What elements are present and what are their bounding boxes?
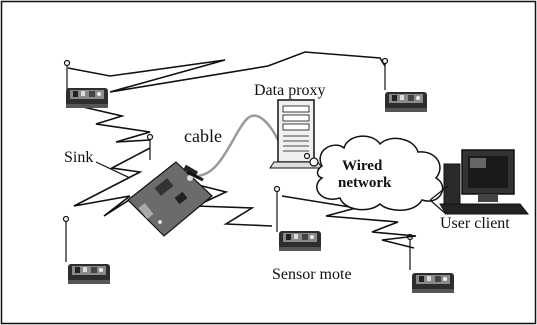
user-client-computer — [429, 149, 530, 215]
cable-label: cable — [184, 126, 222, 146]
sensor-mote-top-left — [66, 88, 108, 108]
wired-network-label-line2: network — [338, 175, 392, 191]
wireless-link-sink-to-left — [73, 147, 151, 217]
sensor-mote-top-right — [385, 92, 427, 112]
sensor-mote-bottom-right — [412, 273, 454, 293]
wireless-link-top — [67, 51, 386, 93]
sensor-mote-bottom-left — [68, 264, 110, 284]
antennas — [62, 57, 414, 270]
cable-line — [195, 114, 280, 178]
sensor-mote-label: Sensor mote — [272, 266, 352, 283]
wired-network-cloud — [303, 135, 444, 211]
wireless-link-center-to-right — [281, 195, 417, 249]
user-client-label: User client — [440, 215, 510, 232]
wireless-link-mote-to-sink — [69, 103, 151, 143]
sink-pointer — [95, 161, 131, 179]
sink-board — [127, 161, 213, 237]
data-proxy-server — [269, 99, 323, 169]
data-proxy-label: Data proxy — [254, 82, 326, 99]
sensor-mote-center — [279, 231, 321, 251]
wired-network-label-line1: Wired — [342, 158, 383, 174]
cable-connector — [186, 170, 204, 182]
sink-label: Sink — [64, 149, 93, 166]
wireless-link-sink-to-center — [177, 179, 273, 227]
